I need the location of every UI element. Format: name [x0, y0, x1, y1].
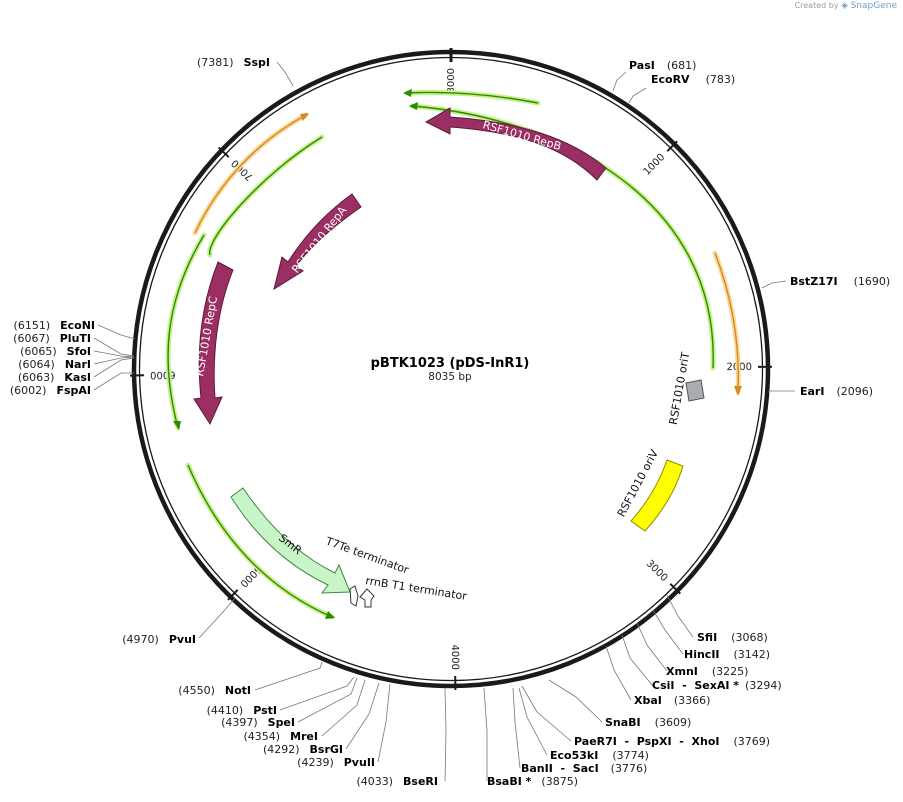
site-banii[interactable]: BanII - SacI(3776): [521, 762, 647, 775]
site-pasi[interactable]: PasI(681): [629, 59, 696, 72]
leader-mrei: [322, 680, 365, 736]
leader-ecorv: [629, 88, 646, 103]
site-eari[interactable]: EarI(2096): [800, 385, 873, 398]
leader-pvuii: [378, 684, 390, 762]
leader-sfoi: [94, 351, 134, 357]
leader-pvui: [199, 598, 235, 638]
rrnb-terminator-mark[interactable]: [360, 589, 374, 607]
snapgene-logo-icon: ◈: [841, 1, 848, 11]
leader-pluti: [94, 338, 134, 356]
site-bstz17i[interactable]: BstZ17I(1690): [790, 275, 890, 288]
rrnb-label: rrnB T1 terminator: [365, 574, 469, 603]
site-fspai[interactable]: (6002)FspAI: [10, 384, 91, 397]
tick-label: 6000: [150, 369, 176, 381]
site-sfii[interactable]: SfiI(3068): [697, 631, 768, 644]
leader-snabi: [549, 680, 602, 722]
tick-label: 3000: [644, 558, 670, 584]
leader-xbai: [606, 646, 631, 700]
leader-xmni: [637, 623, 667, 671]
leader-bstz17i: [762, 281, 786, 288]
orf-orange-right-head: [734, 386, 742, 396]
orf-arrow-right-head: [409, 102, 418, 110]
leader-paer7i: [522, 686, 571, 741]
repb-label: RSF1010 RepB: [481, 118, 562, 153]
t7te-terminator-mark[interactable]: [350, 586, 358, 606]
tick-label: 8000: [446, 68, 457, 93]
site-mrei[interactable]: (4354)MreI: [243, 730, 318, 743]
repb-arrow[interactable]: [426, 108, 606, 180]
leader-bsabi: [484, 688, 487, 781]
leader-econi: [98, 325, 135, 339]
site-hincii[interactable]: HincII(3142): [684, 648, 770, 661]
orf-arrow-bottom-left-line: [188, 465, 332, 617]
snapgene-credit: Created by ◈ SnapGene: [795, 1, 897, 11]
leader-csii: [622, 635, 653, 686]
leader-noti: [255, 662, 322, 690]
site-nari[interactable]: (6064)NarI: [18, 358, 91, 371]
site-xbai[interactable]: XbaI(3366): [634, 694, 710, 707]
site-eco53ki[interactable]: Eco53kI(3774): [550, 749, 649, 762]
site-pluti[interactable]: (6067)PluTI: [13, 332, 91, 345]
leader-pasi: [613, 72, 626, 91]
tick-label: 1000: [642, 152, 668, 178]
site-pvui[interactable]: (4970)PvuI: [122, 633, 196, 646]
leader-bsrgi: [346, 683, 379, 749]
site-xmni[interactable]: XmnI(3225): [666, 665, 748, 678]
site-psti[interactable]: (4410)PstI: [207, 704, 277, 717]
site-sfoi[interactable]: (6065)SfoI: [20, 345, 91, 358]
site-csii[interactable]: CsiI - SexAI *(3294): [652, 679, 782, 692]
leader-bseri: [445, 688, 446, 781]
site-pvuii[interactable]: (4239)PvuII: [297, 756, 375, 769]
orit-box[interactable]: [686, 380, 704, 401]
leader-fspai: [94, 373, 134, 390]
site-bseri[interactable]: (4033)BseRI: [356, 775, 438, 788]
site-ecorv[interactable]: EcoRV(783): [651, 73, 735, 86]
site-paer7i[interactable]: PaeR7I - PspXI - XhoI(3769): [574, 735, 770, 748]
site-spei[interactable]: (4397)SpeI: [221, 716, 295, 729]
tick-label: 4000: [449, 644, 460, 670]
leader-eco53ki: [519, 688, 547, 755]
leader-kasi: [94, 358, 134, 377]
site-noti[interactable]: (4550)NotI: [178, 684, 251, 697]
leader-psti: [280, 677, 354, 710]
site-sspi[interactable]: (7381)SspI: [197, 56, 270, 69]
leader-sfii: [667, 595, 693, 637]
site-kasi[interactable]: (6063)KasI: [18, 371, 91, 384]
site-bsabi[interactable]: BsaBI *(3875): [487, 775, 578, 788]
repa-label: RSF1010 RepA: [289, 204, 349, 276]
orf-arrow-top-head: [403, 89, 412, 97]
site-snabi[interactable]: SnaBI(3609): [605, 716, 691, 729]
orf-arrow-bottom-left[interactable]: [188, 465, 332, 617]
site-bsrgi[interactable]: (4292)BsrGI: [263, 743, 343, 756]
plasmid-length: 8035 bp: [428, 371, 472, 383]
credit-text: Created by: [795, 1, 839, 10]
leader-nari: [94, 357, 134, 364]
snapgene-name: SnapGene: [851, 1, 897, 11]
plasmid-name: pBTK1023 (pDS-InR1): [371, 356, 530, 371]
site-econi[interactable]: (6151)EcoNI: [14, 319, 95, 332]
leader-banii: [513, 688, 520, 768]
leader-sspi: [277, 62, 293, 86]
